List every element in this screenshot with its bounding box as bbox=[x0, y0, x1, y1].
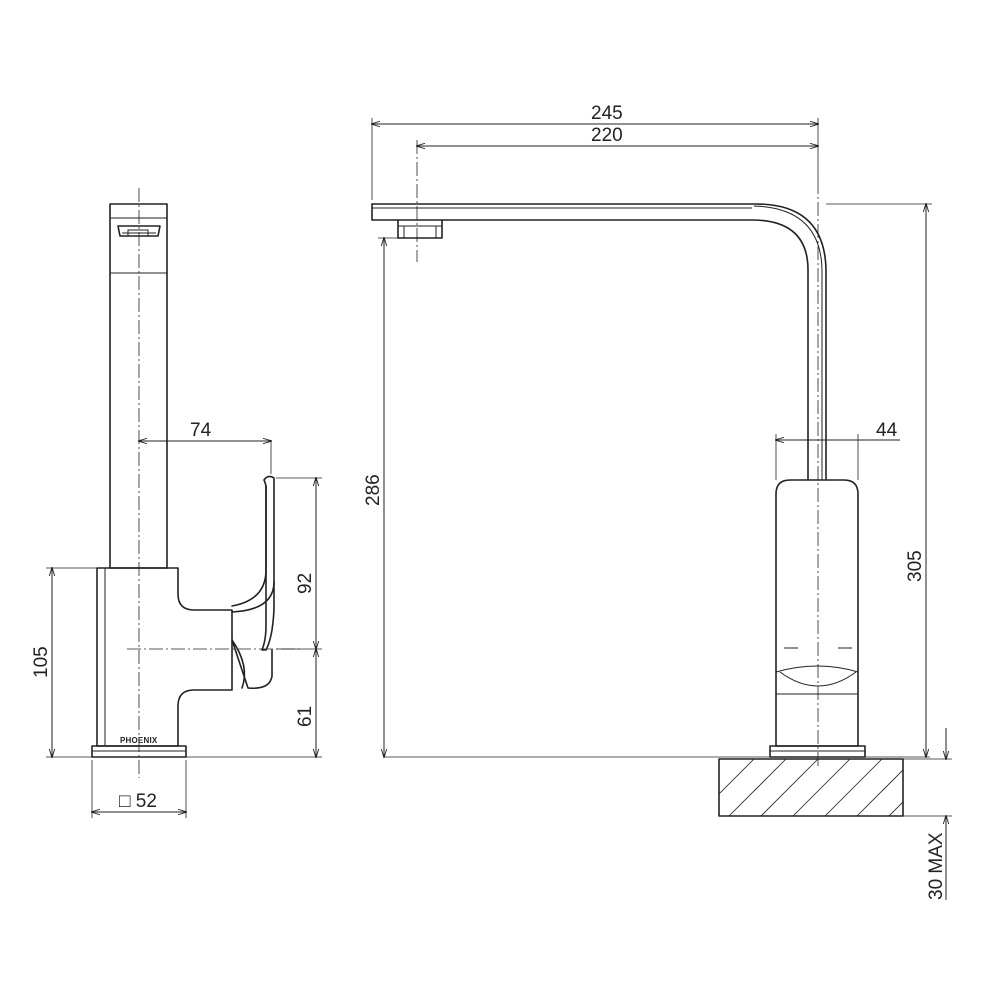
front-view: 245 220 286 305 44 bbox=[363, 103, 952, 900]
dim-body-height-label: 105 bbox=[31, 646, 52, 678]
side-view: PHOENIX 74 92 61 bbox=[31, 188, 322, 818]
dim-overall-height-label: 305 bbox=[905, 550, 926, 582]
front-spout bbox=[371, 203, 827, 481]
dim-overall-height: 305 bbox=[826, 204, 932, 757]
dim-outlet-height-label: 286 bbox=[363, 474, 384, 506]
dim-body-height: 105 bbox=[31, 568, 97, 757]
brand-label: PHOENIX bbox=[120, 736, 158, 745]
dim-lever-center-label: 61 bbox=[295, 706, 316, 727]
dim-outlet-reach: 220 bbox=[417, 125, 818, 146]
dim-handle-height-label: 92 bbox=[295, 573, 316, 594]
dim-handle-reach: 74 bbox=[139, 420, 271, 474]
side-lever-handle bbox=[231, 475, 275, 690]
mounting-surface bbox=[718, 758, 904, 817]
dim-outlet-reach-label: 220 bbox=[591, 125, 623, 146]
dim-overall-reach: 245 bbox=[372, 103, 818, 200]
dim-base-size: □ 52 bbox=[92, 760, 186, 818]
dim-base-size-label: □ 52 bbox=[119, 791, 157, 812]
dim-handle-height: 92 bbox=[276, 478, 322, 649]
spout-column bbox=[109, 203, 168, 569]
dim-mount-thickness-label: 30 MAX bbox=[926, 832, 947, 900]
dim-lever-center: 61 bbox=[186, 649, 322, 757]
dim-handle-reach-label: 74 bbox=[190, 420, 212, 441]
dim-body-width-label: 44 bbox=[876, 420, 898, 441]
dim-body-width: 44 bbox=[776, 420, 900, 480]
dim-overall-reach-label: 245 bbox=[591, 103, 623, 124]
dim-outlet-height: 286 bbox=[363, 238, 398, 757]
front-body bbox=[769, 479, 866, 758]
dim-mount-thickness: 30 MAX bbox=[903, 728, 952, 900]
side-body: PHOENIX bbox=[91, 567, 233, 758]
